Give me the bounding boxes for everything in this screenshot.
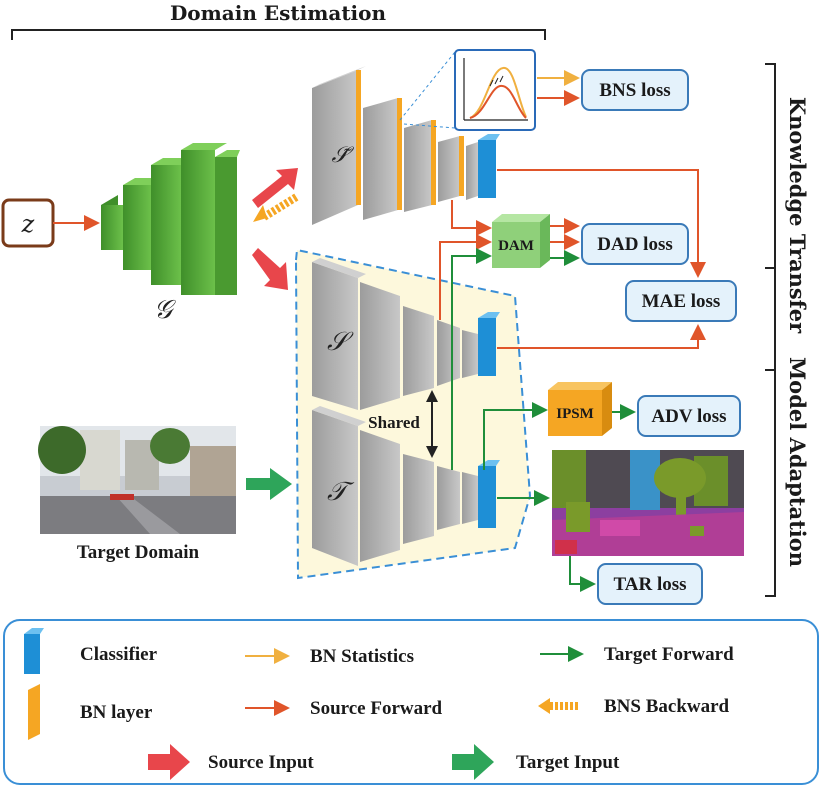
zoom-line-bottom <box>403 123 456 129</box>
arrow-target-to-ipsm <box>483 402 548 470</box>
source-input-arrow-up <box>252 168 298 208</box>
arrow-source-to-dam <box>439 234 492 320</box>
adv-loss-label: ADV loss <box>651 406 726 427</box>
knowledge-transfer-bracket <box>765 63 776 371</box>
zoom-line-top <box>399 51 456 121</box>
title-domain-estimation: Domain Estimation <box>170 1 387 25</box>
arrow-surrogate-to-dam <box>451 200 492 236</box>
ipsm-label: IPSM <box>556 406 594 422</box>
legend-bns-backward-label: BNS Backward <box>604 696 730 717</box>
legend-source-input-swatch <box>148 744 190 780</box>
network-source-surrogate <box>312 66 500 225</box>
mae-loss-label: MAE loss <box>642 291 721 312</box>
generator-label: 𝒢 <box>154 295 177 325</box>
network-source <box>312 258 500 410</box>
shared-arrow-head-bottom <box>426 446 438 458</box>
segmentation-map <box>552 450 744 556</box>
legend-target-input-swatch <box>452 744 494 780</box>
bns-loss-label: BNS loss <box>599 80 670 101</box>
network-target <box>312 406 500 566</box>
domain-estimation-bracket <box>11 29 546 40</box>
legend-bn-statistics-label: BN Statistics <box>310 646 414 667</box>
generator-blocks <box>101 143 240 295</box>
legend-source-input-label: Source Input <box>208 752 314 773</box>
target-domain-image <box>38 426 236 534</box>
ipsm-module <box>548 382 612 436</box>
bns-backward-arrow <box>253 192 301 222</box>
dad-loss-label: DAD loss <box>597 234 672 255</box>
label-model-adaptation: Model Adaptation <box>785 357 810 567</box>
tar-loss-label: TAR loss <box>613 574 686 595</box>
legend-bn-layer-swatch <box>28 684 40 740</box>
bn-statistics-plot <box>454 49 536 131</box>
target-input-arrow <box>246 468 292 500</box>
arrow-source-to-mae <box>497 324 706 349</box>
noise-z-label: z <box>21 210 35 238</box>
legend-bn-layer-label: BN layer <box>80 702 153 723</box>
legend-target-forward-label: Target Forward <box>604 644 734 665</box>
shared-arrow-head-top <box>426 390 438 402</box>
dad-loss-box <box>581 223 689 265</box>
mae-loss-box <box>625 280 737 322</box>
legend-source-forward-label: Source Forward <box>310 698 443 719</box>
legend-box <box>3 619 819 785</box>
label-knowledge-transfer: Knowledge Transfer <box>785 97 810 334</box>
legend-classifier-label: Classifier <box>80 644 158 665</box>
shared-label: Shared <box>368 413 420 432</box>
adv-loss-box <box>637 395 741 437</box>
arrow-target-to-dam <box>451 248 492 470</box>
dam-label: DAM <box>498 238 534 254</box>
arrow-surrogate-to-mae <box>497 169 706 278</box>
legend-target-input-label: Target Input <box>516 752 620 773</box>
legend-classifier-swatch <box>24 628 44 674</box>
target-domain-label: Target Domain <box>77 542 200 563</box>
arrow-segmap-to-tar <box>569 556 596 592</box>
legend-bns-backward-swatch <box>538 698 578 714</box>
source-input-arrow-down <box>252 248 288 290</box>
bns-loss-box <box>581 69 689 111</box>
model-adaptation-bracket <box>765 267 776 597</box>
tar-loss-box <box>597 563 703 605</box>
dam-module <box>492 214 550 268</box>
